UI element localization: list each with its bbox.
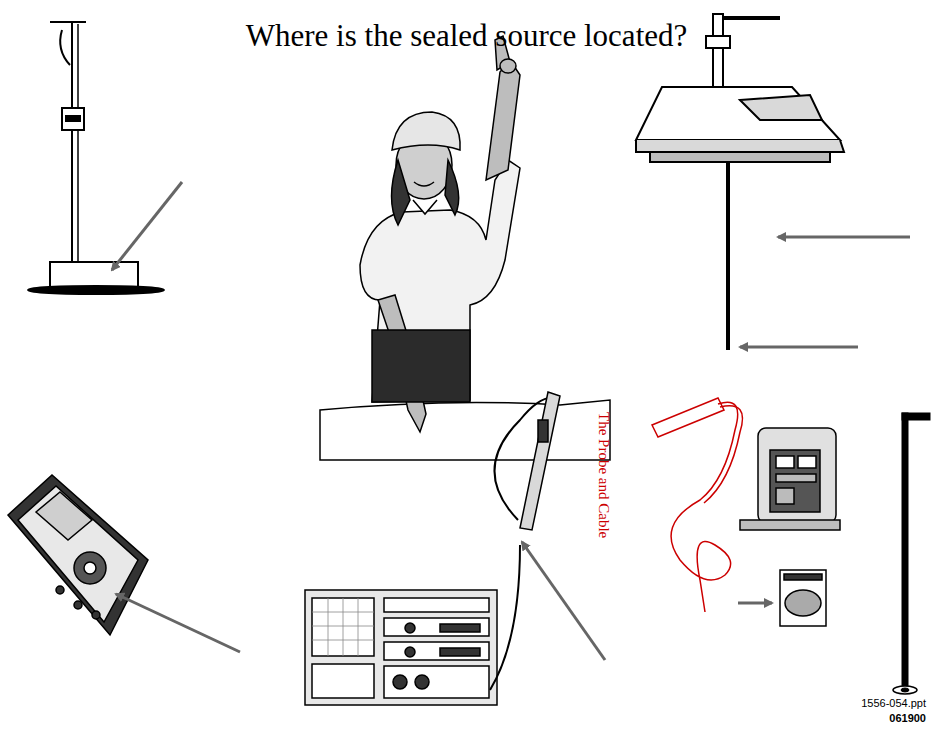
probe-and-cable xyxy=(652,398,743,612)
date-code: 061900 xyxy=(889,712,926,724)
probe-label: The Probe and Cable xyxy=(595,412,612,538)
file-name: 1556-054.ppt xyxy=(861,697,926,709)
presenter-figure xyxy=(320,36,610,460)
multimeter xyxy=(8,475,148,635)
survey-meter xyxy=(740,428,840,530)
survey-gauge xyxy=(28,22,164,294)
density-gauge xyxy=(636,14,844,350)
oscilloscope xyxy=(305,392,560,705)
slide-title: Where is the sealed source located? xyxy=(0,18,933,54)
sealed-source-holder xyxy=(780,570,826,626)
detector-pole xyxy=(893,413,930,694)
